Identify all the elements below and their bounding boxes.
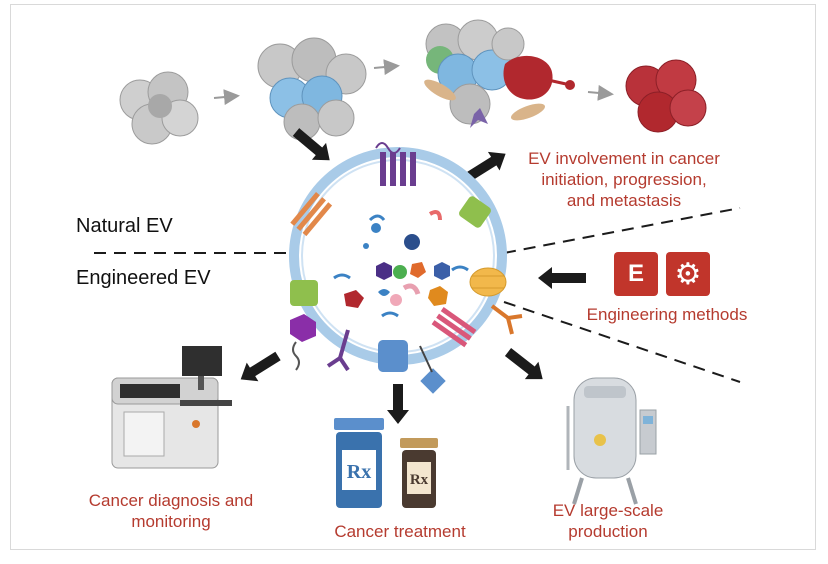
production-line-1: EV large-scale — [552, 501, 664, 520]
engineering-methods-label: Engineering methods — [586, 305, 748, 324]
progress-arrow-3 — [587, 84, 614, 101]
arrow-from-engineering — [538, 267, 586, 289]
membrane-channel-green-top — [459, 196, 491, 228]
involvement-line-3: and metastasis — [566, 191, 682, 210]
membrane-channel-green-left — [290, 280, 318, 306]
arrow-into-ev — [292, 128, 330, 161]
rx-label-large: Rx — [347, 461, 371, 483]
membrane-channel-blue-bottom — [378, 340, 408, 372]
engineering-letter-icon: E — [614, 252, 658, 296]
involvement-line-2: initiation, progression, — [541, 170, 707, 189]
dashed-guide-upper — [503, 207, 741, 254]
membrane-receptor-yellow — [469, 267, 507, 297]
diagnosis-line-2: monitoring — [131, 512, 211, 531]
dashed-guide-lower — [503, 301, 741, 383]
arrow-to-treatment — [387, 384, 409, 424]
arrow-to-production — [504, 348, 543, 380]
arrow-to-diagnosis — [240, 351, 281, 382]
rx-label-small: Rx — [410, 472, 429, 488]
diagnostic-instrument — [111, 346, 232, 469]
membrane-protein-pink — [431, 307, 477, 348]
natural-ev-label: Natural EV — [76, 215, 173, 237]
normal-cell-cluster — [119, 71, 199, 145]
ev-cargo — [333, 210, 469, 318]
diagnosis-label: Cancer diagnosis and monitoring — [56, 490, 286, 532]
treatment-label: Cancer treatment — [334, 522, 466, 541]
metastatic-cluster — [625, 59, 707, 133]
tether-squiggle — [292, 341, 300, 371]
antibody-orange — [490, 304, 523, 335]
gear-icon: ⚙ — [666, 252, 710, 296]
production-line-2: production — [568, 522, 648, 541]
production-label: EV large-scale production — [530, 500, 686, 542]
involvement-line-1: EV involvement in cancer — [528, 149, 720, 168]
membrane-protein-orange — [290, 192, 333, 237]
tumor-microenvironment-cluster — [424, 19, 575, 128]
progress-arrow-1 — [213, 89, 240, 106]
progress-arrow-2 — [373, 59, 400, 76]
arrow-to-involvement — [467, 151, 506, 181]
bioreactor — [566, 377, 657, 505]
antibody-purple — [326, 329, 350, 372]
early-tumor-cluster — [257, 37, 367, 141]
tether-blue — [419, 345, 433, 373]
involvement-label: EV involvement in cancer initiation, pro… — [498, 148, 750, 211]
diagnosis-line-1: Cancer diagnosis and — [88, 491, 254, 510]
ligand-blue-diamond — [420, 368, 446, 394]
membrane-protein-top — [375, 142, 416, 186]
ligand-magenta-hexagon — [290, 314, 316, 342]
rx-bottle-large — [334, 418, 384, 508]
rx-bottle-small — [400, 438, 438, 508]
engineered-ev-label: Engineered EV — [76, 267, 211, 289]
